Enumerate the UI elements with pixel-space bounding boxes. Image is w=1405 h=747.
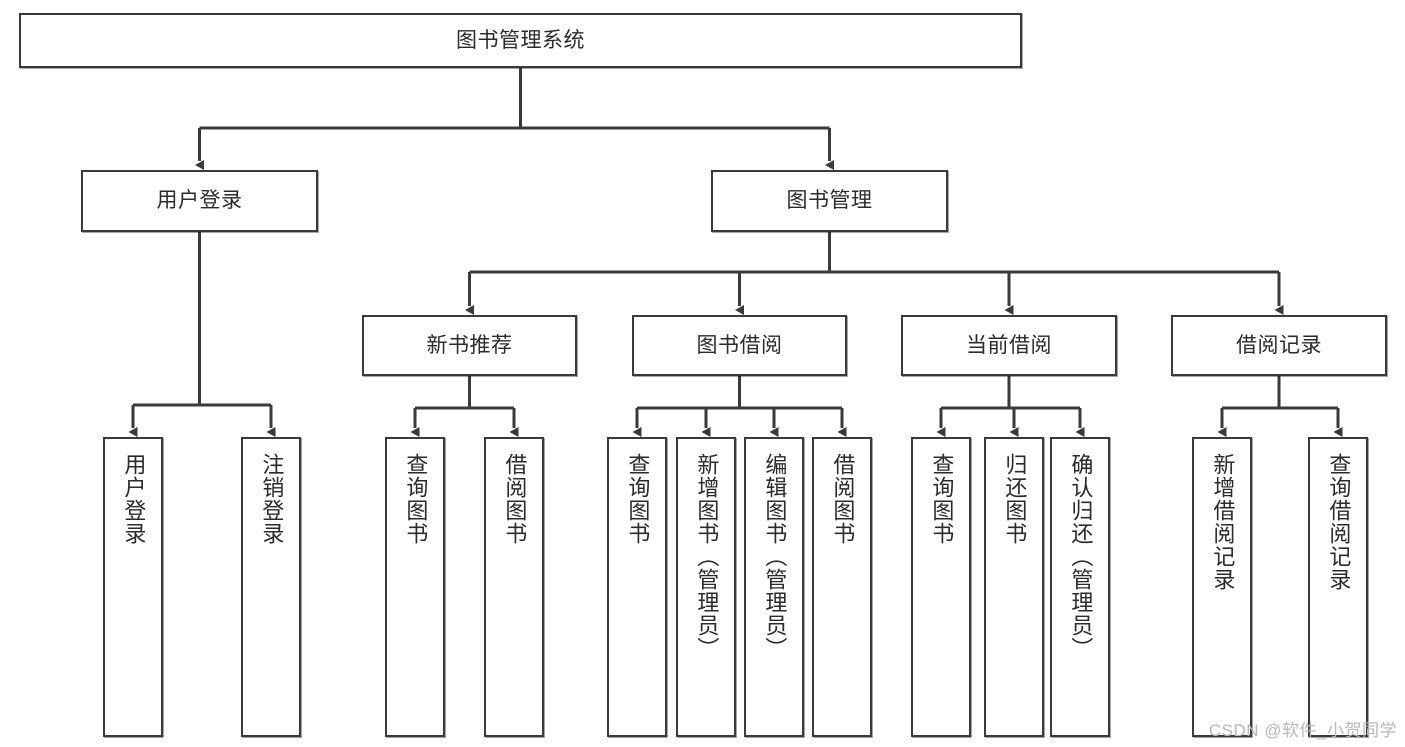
node-new-book-rec[interactable]: 新书推荐 — [362, 315, 577, 376]
node-leaf-user-login[interactable]: 用户登录 — [103, 437, 163, 737]
connector-group — [128, 68, 1343, 437]
node-book-manage[interactable]: 图书管理 — [711, 170, 948, 232]
node-label: 查询借阅记录 — [1326, 453, 1352, 591]
node-label: 用户登录 — [121, 453, 147, 545]
node-label: 借阅图书 — [830, 453, 856, 545]
node-label: 查询图书 — [625, 453, 651, 545]
node-leaf-borrow-book-2[interactable]: 借阅图书 — [812, 437, 872, 737]
node-label: 当前借阅 — [966, 333, 1052, 357]
node-leaf-add-book[interactable]: 新增图书（管理员） — [676, 437, 736, 737]
node-leaf-confirm-return[interactable]: 确认归还（管理员） — [1050, 437, 1110, 737]
node-label: 图书管理 — [786, 189, 873, 213]
node-leaf-query-book-1[interactable]: 查询图书 — [385, 437, 445, 737]
node-leaf-query-book-3[interactable]: 查询图书 — [911, 437, 971, 737]
node-leaf-query-book-2[interactable]: 查询图书 — [607, 437, 667, 737]
watermark-label: CSDN @软件_小贺同学 — [1208, 721, 1397, 740]
node-label: 新书推荐 — [426, 333, 513, 357]
node-label: 借阅图书 — [502, 453, 528, 545]
node-label: 新增图书（管理员） — [694, 453, 720, 660]
node-label: 注销登录 — [259, 453, 285, 545]
node-label: 归还图书 — [1002, 453, 1028, 545]
node-label: 借阅记录 — [1236, 333, 1322, 357]
node-current-borrow[interactable]: 当前借阅 — [901, 315, 1117, 376]
node-label: 用户登录 — [156, 189, 243, 213]
node-label: 查询图书 — [929, 453, 955, 545]
node-borrow-record[interactable]: 借阅记录 — [1171, 315, 1387, 376]
node-leaf-edit-book[interactable]: 编辑图书（管理员） — [744, 437, 804, 737]
node-label: 查询图书 — [403, 453, 429, 545]
node-leaf-add-record[interactable]: 新增借阅记录 — [1192, 437, 1252, 737]
node-label: 新增借阅记录 — [1210, 453, 1236, 591]
node-leaf-query-record[interactable]: 查询借阅记录 — [1308, 437, 1368, 737]
node-leaf-return-book[interactable]: 归还图书 — [984, 437, 1044, 737]
node-leaf-borrow-book-1[interactable]: 借阅图书 — [484, 437, 544, 737]
node-root[interactable]: 图书管理系统 — [19, 13, 1022, 68]
node-user-login[interactable]: 用户登录 — [81, 170, 318, 232]
node-leaf-logout[interactable]: 注销登录 — [241, 437, 301, 737]
node-label: 图书管理系统 — [456, 28, 585, 52]
node-label: 确认归还（管理员） — [1068, 453, 1094, 660]
node-label: 编辑图书（管理员） — [762, 453, 788, 660]
node-label: 图书借阅 — [696, 333, 783, 357]
node-book-borrow[interactable]: 图书借阅 — [632, 315, 847, 376]
